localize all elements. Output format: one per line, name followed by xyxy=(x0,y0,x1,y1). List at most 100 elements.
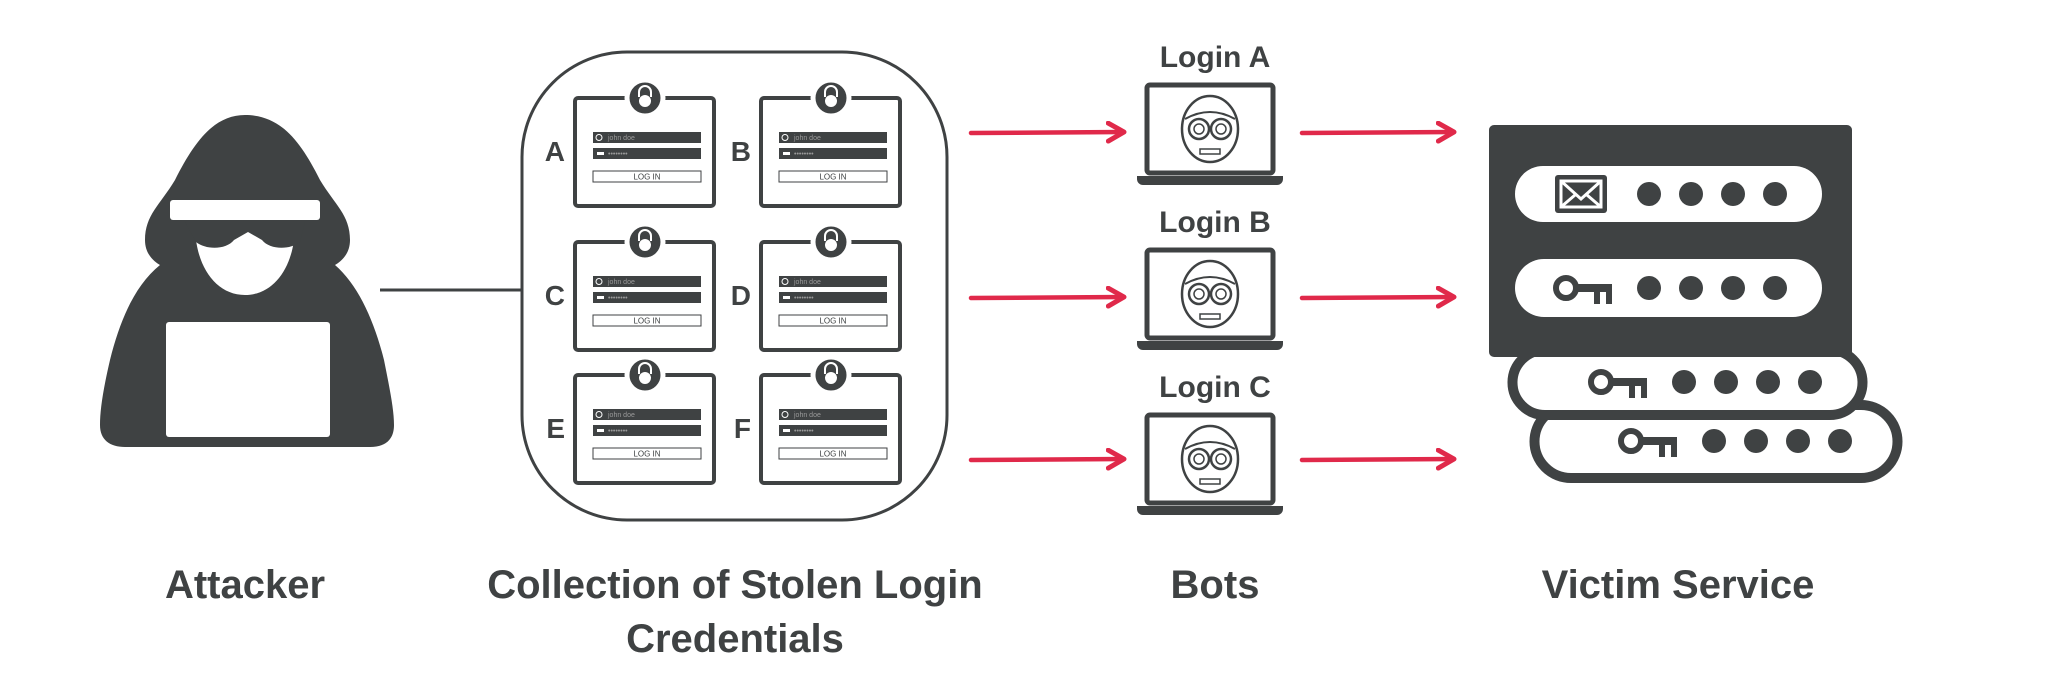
key-icon xyxy=(597,429,604,432)
bot-label: Login B xyxy=(1159,206,1271,239)
victim-field: •••• xyxy=(1618,428,1852,457)
username-field xyxy=(593,132,701,143)
credentials-collection-box xyxy=(520,50,949,522)
robot-laptop-icon xyxy=(1137,82,1283,185)
arrow-to-victim xyxy=(1299,132,1454,133)
bot-label: Login C xyxy=(1159,371,1271,404)
masked-dot xyxy=(1702,429,1726,453)
victim-field: •••• xyxy=(1588,369,1822,398)
card-letter: C xyxy=(545,280,565,311)
caption-collection-line1: Collection of Stolen Login xyxy=(487,563,983,607)
password-text: •••••••• xyxy=(608,428,628,435)
card-letter: B xyxy=(731,136,751,167)
password-field xyxy=(593,148,701,159)
attacker-hacker-icon xyxy=(100,115,394,447)
login-button-label: LOG IN xyxy=(819,173,846,182)
masked-dot xyxy=(1721,276,1745,300)
masked-dot xyxy=(1721,182,1745,206)
password-text: •••••••• xyxy=(794,295,814,302)
victim-service-icon xyxy=(1489,125,1903,483)
masked-dot xyxy=(1763,276,1787,300)
login-button xyxy=(592,447,702,460)
key-icon xyxy=(597,152,604,155)
key-icon xyxy=(783,429,790,432)
username-text: john doe xyxy=(607,412,635,419)
login-button xyxy=(778,314,888,327)
username-text: john doe xyxy=(793,279,821,286)
key-icon xyxy=(783,296,790,299)
arrow-to-bot xyxy=(968,459,1124,460)
key-icon xyxy=(597,296,604,299)
masked-dot xyxy=(1679,182,1703,206)
username-field xyxy=(593,276,701,287)
username-text: john doe xyxy=(793,135,821,142)
username-field xyxy=(779,132,887,143)
user-icon xyxy=(781,278,789,285)
key-icon xyxy=(1553,275,1612,304)
caption-attacker: Attacker xyxy=(165,563,325,607)
password-text: •••••••• xyxy=(608,295,628,302)
user-icon xyxy=(781,134,789,141)
username-field xyxy=(593,409,701,420)
password-field xyxy=(779,425,887,436)
username-text: john doe xyxy=(793,412,821,419)
caption-bots: Bots xyxy=(1171,563,1260,607)
login-button-label: LOG IN xyxy=(819,317,846,326)
username-text: john doe xyxy=(607,279,635,286)
masked-dot xyxy=(1763,182,1787,206)
login-button-label: LOG IN xyxy=(819,450,846,459)
masked-dot xyxy=(1637,276,1661,300)
password-field xyxy=(593,425,701,436)
robot-laptop-icon xyxy=(1137,247,1283,350)
masked-dot xyxy=(1744,429,1768,453)
masked-dot xyxy=(1672,370,1696,394)
masked-dot xyxy=(1786,429,1810,453)
card-letter: D xyxy=(731,280,751,311)
arrow-to-victim xyxy=(1299,297,1454,298)
user-icon xyxy=(595,278,603,285)
user-icon xyxy=(595,134,603,141)
masked-dot xyxy=(1637,182,1661,206)
arrow-to-bot xyxy=(968,132,1124,133)
login-button xyxy=(592,314,702,327)
key-icon xyxy=(1618,428,1677,457)
login-button-label: LOG IN xyxy=(633,450,660,459)
bot-label: Login A xyxy=(1160,41,1271,74)
password-field xyxy=(593,292,701,303)
robot-laptop-icon xyxy=(1137,412,1283,515)
login-button xyxy=(592,170,702,183)
victim-field: •••• xyxy=(1553,275,1787,304)
login-button-label: LOG IN xyxy=(633,317,660,326)
arrow-to-bot xyxy=(968,297,1124,298)
username-field xyxy=(779,409,887,420)
login-button xyxy=(778,170,888,183)
victim-field: •••• xyxy=(1555,175,1787,213)
password-field xyxy=(779,292,887,303)
caption-collection-line2: Credentials xyxy=(626,617,844,661)
password-field xyxy=(779,148,887,159)
caption-victim-service: Victim Service xyxy=(1542,563,1815,607)
user-icon xyxy=(595,411,603,418)
card-letter: F xyxy=(734,413,751,444)
arrow-to-victim xyxy=(1299,459,1454,460)
envelope-icon xyxy=(1555,175,1607,213)
username-text: john doe xyxy=(607,135,635,142)
bot-2: Login B xyxy=(1137,206,1283,350)
key-icon xyxy=(783,152,790,155)
bot-1: Login A xyxy=(1137,41,1283,185)
masked-dot xyxy=(1714,370,1738,394)
masked-dot xyxy=(1798,370,1822,394)
username-field xyxy=(779,276,887,287)
password-text: •••••••• xyxy=(794,151,814,158)
card-letter: E xyxy=(546,413,565,444)
bot-3: Login C xyxy=(1137,371,1283,515)
password-text: •••••••• xyxy=(608,151,628,158)
masked-dot xyxy=(1828,429,1852,453)
